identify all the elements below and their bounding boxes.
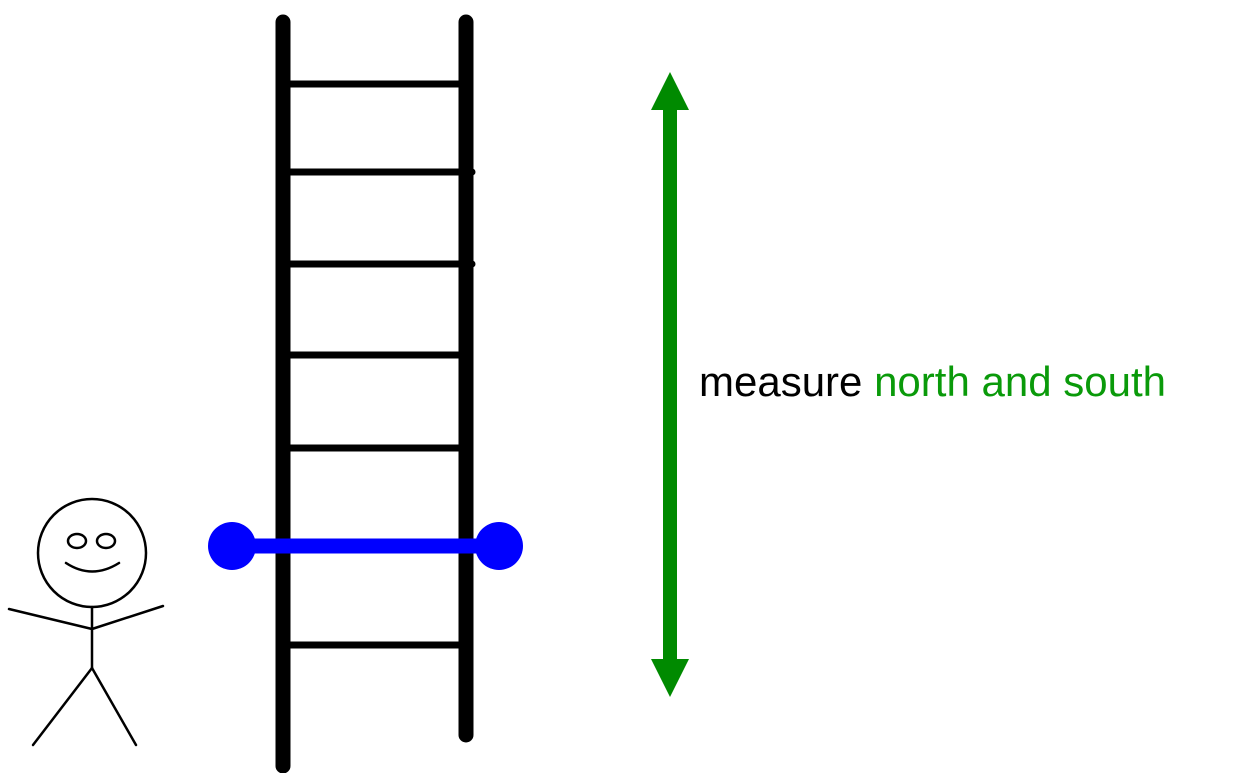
blue-rung-right-endpoint (475, 522, 523, 570)
stick-figure-right-arm (90, 604, 165, 631)
vertical-double-arrow (651, 72, 689, 697)
arrow-shaft (663, 100, 677, 670)
stick-figure-left-arm (7, 607, 94, 631)
arrow-up-head (651, 72, 689, 110)
stick-figure-smile (64, 561, 121, 573)
arrow-down-head (651, 659, 689, 697)
stick-figure-right-leg (90, 666, 138, 747)
highlighted-rung (208, 522, 523, 570)
stick-figure-right-eye (95, 532, 117, 550)
caption-direction: north and south (874, 358, 1166, 405)
stick-figure-head (36, 497, 148, 609)
stick-figure-left-leg (31, 666, 94, 747)
blue-rung-left-endpoint (208, 522, 256, 570)
caption-prefix: measure (699, 358, 863, 405)
ladder (275, 14, 476, 774)
stick-figure-left-eye (66, 532, 88, 550)
stick-figure (7, 497, 165, 747)
measure-caption: measure north and south (699, 358, 1166, 406)
